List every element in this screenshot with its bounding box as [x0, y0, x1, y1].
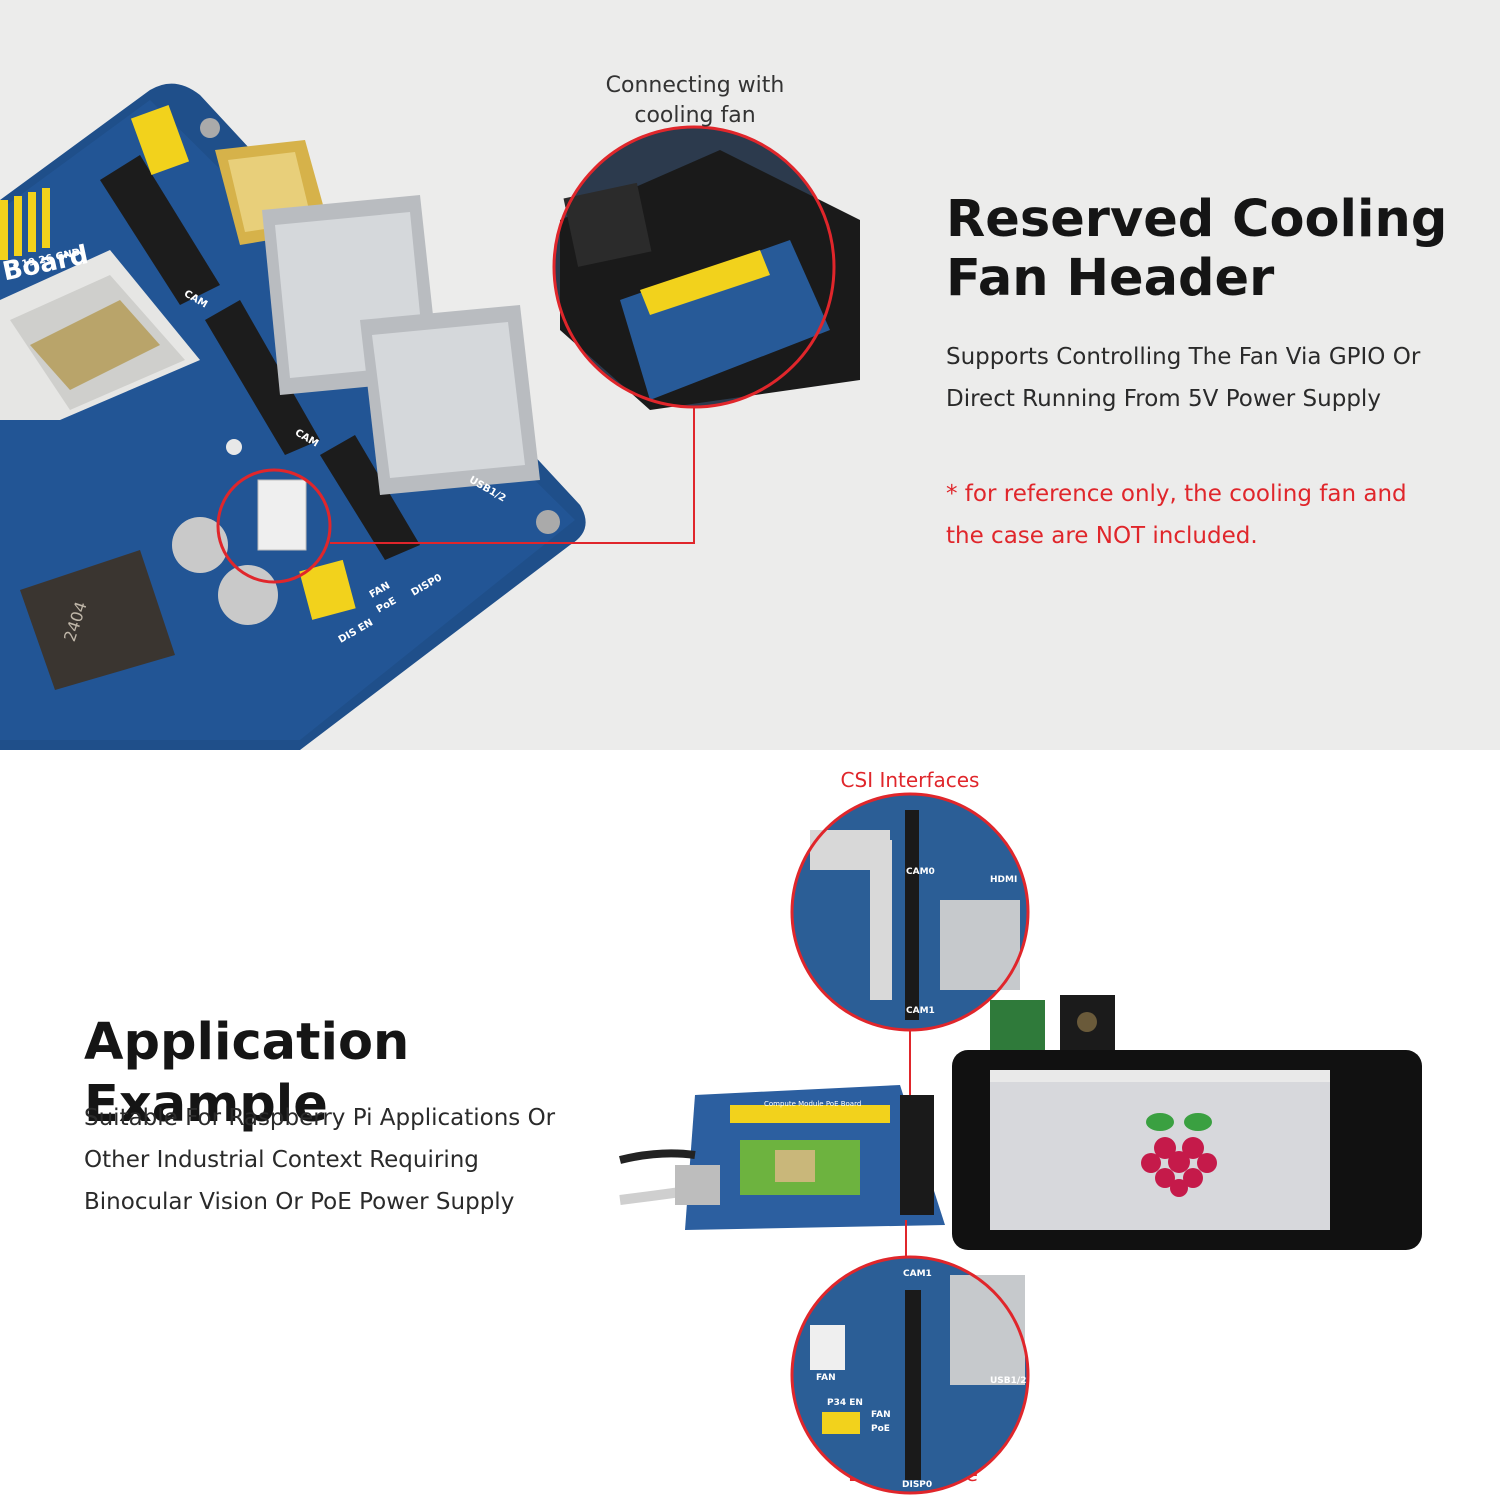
section-title-application: Application Example [84, 1013, 410, 1134]
dsi-silk-fan2: FAN [871, 1410, 891, 1420]
dsi-silk-p34: P34 EN [827, 1398, 863, 1408]
dsi-silk-cam1: CAM1 [903, 1269, 932, 1279]
dsi-silk-fan: FAN [816, 1373, 836, 1383]
application-example-section: CSI Interfaces DSI Interface [0, 750, 1500, 1500]
raspberry-logo [1141, 1113, 1217, 1197]
application-photo [619, 792, 1422, 1495]
board-photo [0, 83, 860, 750]
dsi-silk-poe: PoE [871, 1424, 890, 1434]
board-silk: Compute Module PoE Board [764, 1100, 862, 1108]
cooling-fan-section: Board 13 19 26 GND CAM CAM USB1/2 DISP0 … [0, 0, 1500, 750]
description-line2: Direct Running From 5V Power Supply [946, 386, 1381, 412]
app-description-line3: Binocular Vision Or PoE Power Supply [84, 1189, 515, 1215]
note-line2: the case are NOT included. [946, 523, 1258, 549]
section-description-cooling: Supports Controlling The Fan Via GPIO Or… [946, 336, 1466, 420]
app-description-line1: Suitable For Raspberry Pi Applications O… [84, 1105, 556, 1131]
note-line1: * for reference only, the cooling fan an… [946, 481, 1407, 507]
title-line1: Reserved Cooling [946, 190, 1448, 249]
title-line2: Fan Header [946, 249, 1275, 308]
description-line1: Supports Controlling The Fan Via GPIO Or [946, 344, 1421, 370]
dsi-silk-usb: USB1/2 [990, 1376, 1027, 1386]
fan-callout-line2: cooling fan [634, 103, 756, 128]
csi-silk-cam0: CAM0 [906, 867, 935, 877]
section-title-cooling: Reserved Cooling Fan Header [946, 190, 1466, 308]
dsi-silk-disp: DISP0 [902, 1480, 933, 1490]
section-description-application: Suitable For Raspberry Pi Applications O… [84, 1097, 604, 1223]
csi-silk-hdmi: HDMI [990, 875, 1018, 885]
csi-caption: CSI Interfaces [840, 768, 980, 792]
fan-callout-line1: Connecting with [605, 73, 785, 98]
app-description-line2: Other Industrial Context Requiring [84, 1147, 479, 1173]
csi-silk-cam1: CAM1 [906, 1006, 935, 1016]
disclaimer-note: * for reference only, the cooling fan an… [946, 473, 1466, 557]
fan-callout-caption: Connecting with cooling fan [590, 71, 800, 131]
